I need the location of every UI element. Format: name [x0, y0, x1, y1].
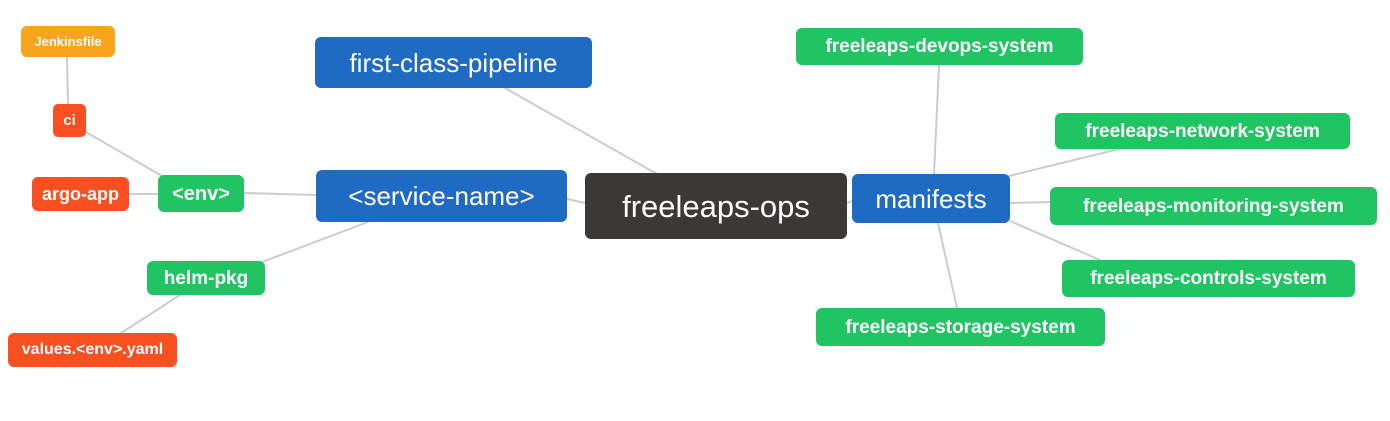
edge-ci-env	[83, 130, 163, 177]
node-service-name[interactable]: <service-name>	[316, 170, 567, 222]
node-jenkinsfile[interactable]: Jenkinsfile	[21, 26, 115, 57]
edge-values-helm-pkg	[120, 294, 181, 334]
edge-manifests-storage	[937, 222, 958, 309]
node-controls-system[interactable]: freeleaps-controls-system	[1062, 260, 1355, 297]
edge-manifests-monitoring	[1009, 201, 1051, 204]
node-helm-pkg[interactable]: helm-pkg	[147, 261, 265, 295]
node-argo-app[interactable]: argo-app	[32, 177, 130, 211]
node-first-class-pipeline[interactable]: first-class-pipeline	[315, 37, 592, 88]
edge-env-service-name	[243, 192, 317, 196]
edge-helm-pkg-service-name	[261, 221, 369, 263]
edge-service-name-ops	[566, 198, 586, 204]
edge-manifests-devops	[933, 64, 940, 175]
edge-jenkinsfile-ci	[66, 56, 69, 105]
node-values-env-yaml[interactable]: values.<env>.yaml	[8, 333, 177, 367]
node-env[interactable]: <env>	[158, 175, 244, 212]
node-storage-system[interactable]: freeleaps-storage-system	[816, 308, 1105, 346]
node-manifests[interactable]: manifests	[852, 174, 1010, 223]
edge-manifests-controls	[1009, 220, 1101, 261]
node-freeleaps-ops[interactable]: freeleaps-ops	[585, 173, 847, 239]
node-monitoring-system[interactable]: freeleaps-monitoring-system	[1050, 187, 1377, 225]
node-devops-system[interactable]: freeleaps-devops-system	[796, 28, 1083, 65]
edge-manifests-network	[1008, 148, 1120, 177]
node-network-system[interactable]: freeleaps-network-system	[1055, 113, 1350, 149]
edge-ops-manifests	[846, 200, 853, 204]
node-ci[interactable]: ci	[53, 104, 86, 137]
edge-pipeline-ops	[504, 87, 658, 175]
